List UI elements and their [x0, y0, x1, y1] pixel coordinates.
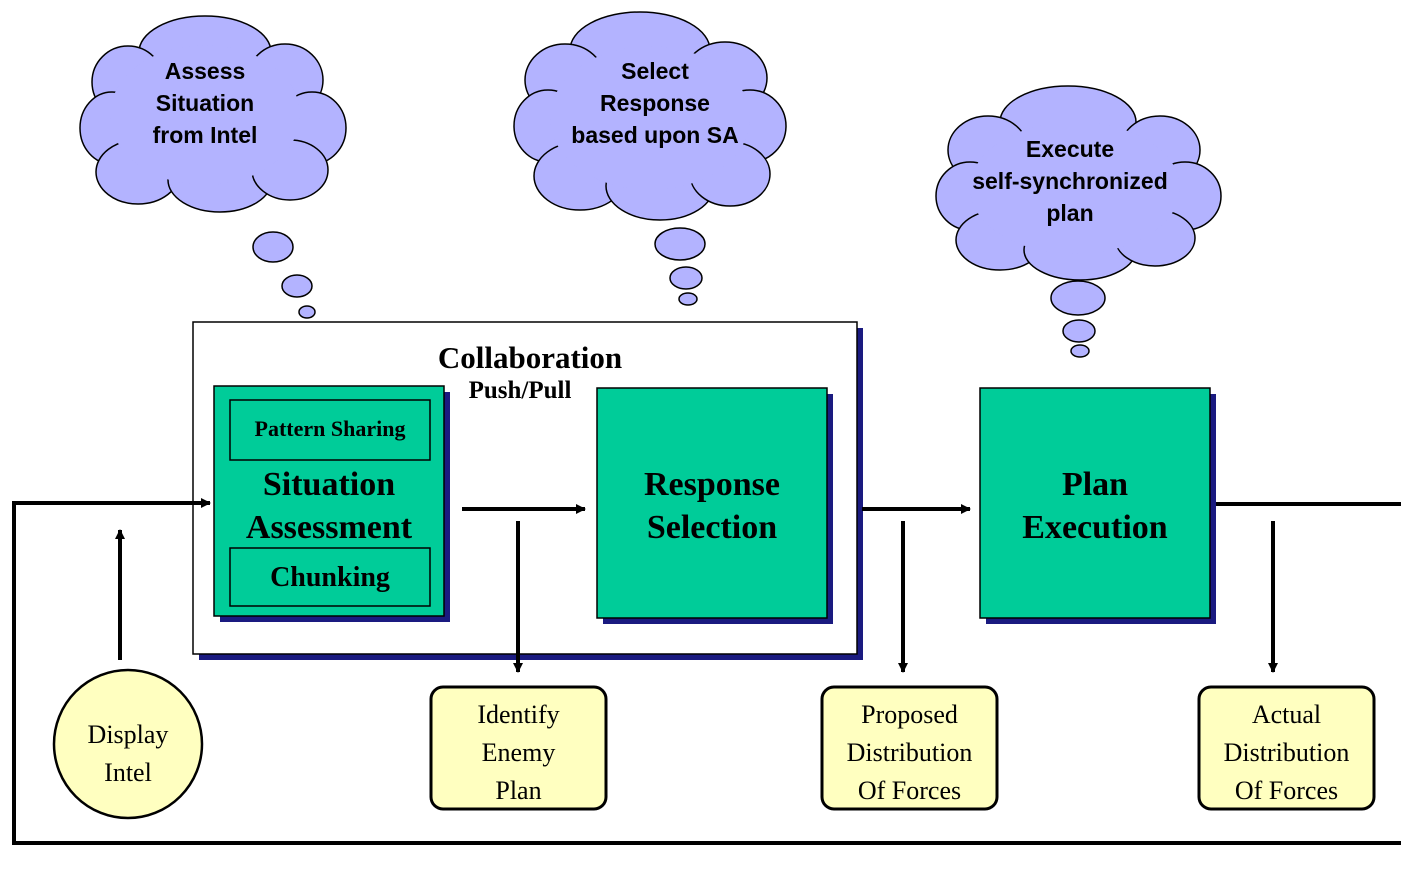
response-title-line: Selection: [646, 509, 778, 546]
actual-line: Distribution: [1223, 738, 1350, 767]
identify-enemy-plan-text: Identify Enemy Plan: [431, 696, 606, 810]
proposed-line: Proposed: [861, 700, 958, 729]
proposed-line: Distribution: [846, 738, 973, 767]
proposed-distribution-text: Proposed Distribution Of Forces: [822, 696, 997, 810]
cloud-assess-bubbles: [252, 231, 316, 319]
identify-line: Plan: [495, 776, 542, 805]
actual-line: Actual: [1251, 700, 1322, 729]
response-title: Response Selection: [597, 463, 827, 549]
collaboration-title: Collaboration: [437, 340, 623, 375]
feedback-loop-arrow: [12, 498, 1401, 845]
cloud-select-line: based upon SA: [571, 122, 739, 148]
plan-title: Plan Execution: [980, 463, 1210, 549]
cloud-execute-line: Execute: [1025, 136, 1115, 162]
actual-line: Of Forces: [1234, 776, 1339, 805]
situation-title-line: Situation: [262, 466, 396, 503]
plan-title-line: Execution: [1022, 509, 1168, 546]
response-box: [596, 387, 828, 619]
plan-box: [979, 387, 1211, 619]
cloud-select: [513, 11, 787, 221]
actual-distribution-box: [1197, 685, 1376, 811]
cloud-assess: [79, 15, 347, 213]
cloud-execute-line: self-synchronized: [972, 168, 1168, 194]
display-intel-line: Display: [87, 720, 169, 749]
chunking-box: [229, 547, 431, 607]
situation-box: [213, 385, 445, 617]
chunking-label: Chunking: [270, 562, 390, 593]
identify-line: Enemy: [481, 738, 556, 767]
plan-title-line: Plan: [1061, 466, 1129, 503]
cloud-select-bubbles: [654, 227, 706, 306]
cloud-execute-text: Execute self-synchronized plan: [940, 133, 1200, 229]
cloud-assess-line: from Intel: [152, 122, 258, 148]
cloud-select-line: Response: [600, 90, 710, 116]
display-intel-text: Display Intel: [58, 716, 198, 792]
proposed-distribution-box: [820, 685, 999, 811]
display-intel-line: Intel: [104, 758, 152, 787]
situation-title: Situation Assessment: [214, 463, 444, 549]
display-intel-circle: [52, 668, 204, 820]
cloud-select-text: Select Response based upon SA: [540, 55, 770, 151]
situation-title-line: Assessment: [245, 509, 413, 546]
cloud-select-line: Select: [621, 58, 689, 84]
collaboration-subtitle: Push/Pull: [468, 377, 572, 404]
cloud-assess-line: Situation: [155, 90, 255, 116]
proposed-line: Of Forces: [857, 776, 962, 805]
response-title-line: Response: [643, 466, 781, 503]
cloud-assess-text: Assess Situation from Intel: [110, 55, 300, 151]
cloud-execute-line: plan: [1046, 200, 1094, 226]
pattern-sharing-box: [229, 399, 431, 461]
pattern-sharing-label: Pattern Sharing: [254, 416, 406, 441]
identify-enemy-plan-box: [429, 685, 608, 811]
identify-line: Identify: [477, 700, 560, 729]
cloud-execute: [935, 85, 1222, 281]
cloud-assess-line: Assess: [164, 58, 246, 84]
cloud-execute-bubbles: [1050, 280, 1106, 358]
actual-distribution-text: Actual Distribution Of Forces: [1199, 696, 1374, 810]
